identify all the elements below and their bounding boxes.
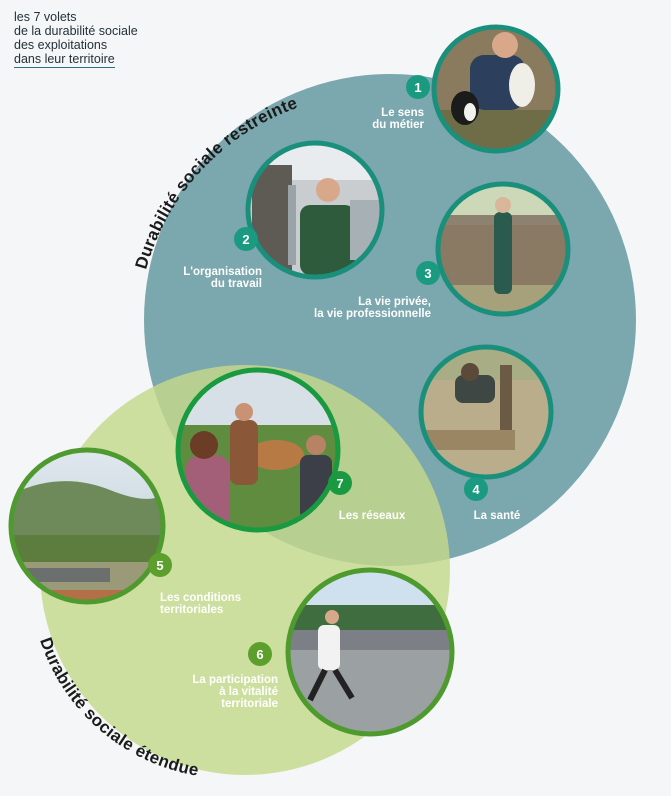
badge-1: 1 [406,75,430,99]
volet-5-line2: territoriales [160,604,224,616]
title-block: les 7 volets de la durabilité sociale de… [14,10,138,68]
svg-text:6: 6 [256,647,263,662]
title-line: de la durabilité sociale [14,24,138,38]
volet-1-line2: du métier [372,119,424,131]
photo-2-milking-parlor [245,140,385,280]
title-line: des exploitations [14,38,108,52]
svg-text:7: 7 [336,476,343,491]
badge-5: 5 [148,553,172,577]
photo-7-meeting-in-pasture [175,367,341,533]
volet-6-line1: La participation [192,674,278,686]
photo-3-farmer-at-fence [435,181,571,317]
volet-3-line1: La vie privée, [358,296,431,308]
volet-5-label: Les conditions territoriales [160,592,280,616]
svg-text:4: 4 [472,482,480,497]
svg-text:3: 3 [424,266,431,281]
volet-2-line1: L'organisation [183,266,262,278]
volet-2-line2: du travail [210,278,262,290]
volet-5-line1: Les conditions [160,592,242,604]
volet-3-label: La vie privée, la vie professionnelle [280,296,431,320]
volet-2-label: L'organisation du travail [150,266,262,290]
volet-3-line2: la vie professionnelle [314,308,431,320]
volet-4-line1: La santé [473,510,521,522]
volet-7-line1: Les réseaux [338,510,406,522]
photo-6-roller-ski-race [285,567,455,737]
badge-7: 7 [328,471,352,495]
badge-3: 3 [416,261,440,285]
badge-4: 4 [464,477,488,501]
svg-text:1: 1 [414,80,421,95]
badge-2: 2 [234,227,258,251]
title-line: dans leur territoire [14,52,115,68]
volet-6-label: La participation à la vitalité territori… [160,674,278,710]
volet-6-line3: territoriale [221,698,278,710]
volet-1-label: Le sens du métier [340,107,424,131]
svg-text:5: 5 [156,558,163,573]
volet-7-label: Les réseaux [330,510,414,522]
badge-6: 6 [248,642,272,666]
svg-text:2: 2 [242,232,249,247]
volet-4-label: La santé [455,510,539,522]
volet-1-line1: Le sens [381,107,424,119]
volet-6-line2: à la vitalité [219,686,278,698]
title-line: les 7 volets [14,10,77,24]
